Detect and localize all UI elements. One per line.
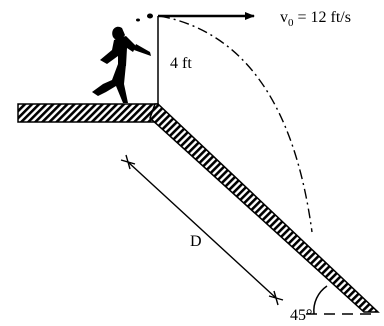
trajectory-path — [159, 15, 313, 233]
angle-arc — [313, 285, 328, 315]
person-throwing-icon — [92, 13, 153, 103]
distance-tick-bottom — [268, 290, 284, 306]
velocity-label: v0 = 12 ft/s — [280, 9, 351, 29]
slope-surface — [149, 103, 380, 313]
distance-label: D — [190, 233, 202, 250]
angle-label: 45° — [290, 307, 312, 324]
distance-dimension-line — [127, 161, 277, 299]
height-label: 4 ft — [170, 55, 192, 72]
distance-tick-top — [120, 154, 136, 170]
ground-ledge — [17, 103, 159, 123]
